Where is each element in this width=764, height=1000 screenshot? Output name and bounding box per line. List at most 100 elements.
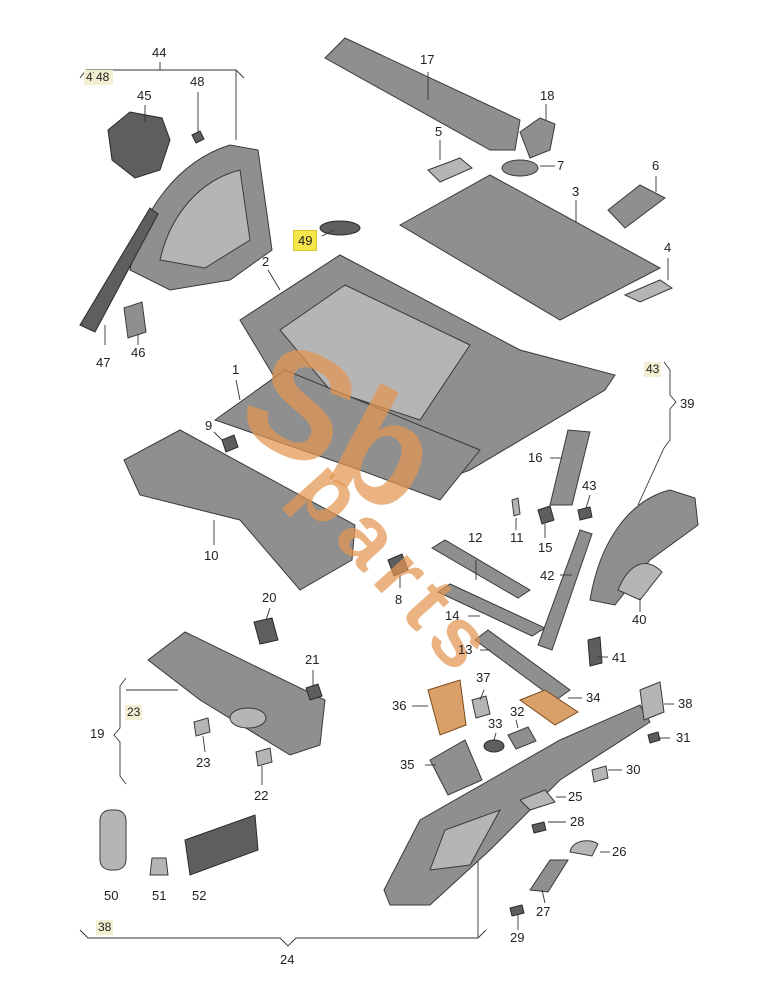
bracket-19 xyxy=(113,677,178,785)
group-44-item: 48 xyxy=(94,70,112,85)
part-20-clip xyxy=(253,617,279,645)
part-37-clip xyxy=(471,695,491,719)
part-40-liner xyxy=(617,563,663,601)
part-51-plug xyxy=(149,857,169,876)
part-34-rail xyxy=(518,689,579,726)
part-5-plate xyxy=(427,157,473,183)
part-3-floor-pan xyxy=(398,174,662,321)
part-22-block xyxy=(255,747,273,767)
label-2: 2 xyxy=(262,254,270,269)
part-wheel-housing-inner xyxy=(159,169,251,269)
label-26: 26 xyxy=(612,844,627,859)
part-19-crossmember xyxy=(147,631,326,756)
part-38-plate xyxy=(639,681,665,721)
group-19-item: 23 xyxy=(125,705,143,720)
label-5: 5 xyxy=(435,124,443,139)
label-48: 48 xyxy=(190,74,205,89)
label-35: 35 xyxy=(400,757,415,772)
label-12: 12 xyxy=(468,530,483,545)
label-7: 7 xyxy=(557,158,565,173)
part-35-bracket xyxy=(429,739,483,796)
part-29-clip xyxy=(509,904,525,917)
label-10: 10 xyxy=(204,548,219,563)
label-45: 45 xyxy=(137,88,152,103)
part-36-bracket xyxy=(427,679,467,736)
part-49-seal xyxy=(319,220,361,236)
part-30-bracket xyxy=(591,765,609,783)
part-24-sill-inner xyxy=(429,809,502,871)
label-52: 52 xyxy=(192,888,207,903)
part-13-rail xyxy=(474,629,571,701)
label-9: 9 xyxy=(205,418,213,433)
label-29: 29 xyxy=(510,930,525,945)
label-18: 18 xyxy=(540,88,555,103)
label-43-right: 43 xyxy=(582,478,597,493)
label-36: 36 xyxy=(392,698,407,713)
part-32-bracket xyxy=(507,726,537,750)
part-31-clip xyxy=(647,731,661,744)
part-48-clip xyxy=(191,130,205,144)
label-39: 39 xyxy=(680,396,695,411)
label-33: 33 xyxy=(488,716,503,731)
label-19: 19 xyxy=(90,726,105,741)
label-8: 8 xyxy=(395,592,403,607)
part-42-pillar xyxy=(537,529,593,651)
label-42: 42 xyxy=(540,568,555,583)
part-33-grommet xyxy=(483,739,505,753)
label-46: 46 xyxy=(131,345,146,360)
label-31: 31 xyxy=(676,730,691,745)
label-3: 3 xyxy=(572,184,580,199)
part-10-side-rail xyxy=(123,429,356,591)
part-46-piece xyxy=(123,301,147,339)
bracket-39 xyxy=(637,361,677,506)
part-7-cap xyxy=(501,159,539,177)
label-13: 13 xyxy=(458,642,473,657)
label-16: 16 xyxy=(528,450,543,465)
label-20: 20 xyxy=(262,590,277,605)
label-14: 14 xyxy=(445,608,460,623)
part-17-cross-member xyxy=(324,37,521,151)
part-27-bracket xyxy=(529,859,569,893)
part-4-plate xyxy=(623,279,674,303)
part-18-bracket xyxy=(519,117,556,159)
part-2-floor-inner xyxy=(279,284,471,421)
part-19-cup xyxy=(229,707,267,729)
label-21: 21 xyxy=(305,652,320,667)
group-39-item: 43 xyxy=(644,362,662,377)
part-25-bracket xyxy=(519,789,556,811)
label-37: 37 xyxy=(476,670,491,685)
label-24: 24 xyxy=(280,952,295,967)
part-41-piece xyxy=(587,636,603,667)
part-1-rear-floor xyxy=(213,369,481,501)
group-24-item: 38 xyxy=(96,920,114,935)
part-52-pad xyxy=(184,814,259,876)
part-12-rail xyxy=(431,539,531,599)
label-6: 6 xyxy=(652,158,660,173)
label-47: 47 xyxy=(96,355,111,370)
part-40-wheel-housing-right xyxy=(589,489,699,606)
label-44: 44 xyxy=(152,45,167,60)
label-38: 38 xyxy=(678,696,693,711)
part-15-bracket xyxy=(537,505,555,525)
label-4: 4 xyxy=(664,240,672,255)
part-43-plug xyxy=(577,506,593,521)
label-17: 17 xyxy=(420,52,435,67)
label-49-highlighted: 49 xyxy=(293,230,318,251)
label-41: 41 xyxy=(612,650,627,665)
part-8-bracket xyxy=(387,553,409,577)
label-22: 22 xyxy=(254,788,269,803)
label-34: 34 xyxy=(586,690,601,705)
part-16-pillar xyxy=(549,429,591,506)
part-26-cap xyxy=(569,840,599,857)
part-11-pin xyxy=(511,497,521,517)
part-50-canister xyxy=(99,809,127,871)
label-50: 50 xyxy=(104,888,119,903)
label-40: 40 xyxy=(632,612,647,627)
label-11: 11 xyxy=(510,530,524,545)
label-1: 1 xyxy=(232,362,240,377)
label-25: 25 xyxy=(568,789,583,804)
part-47-strip xyxy=(79,207,159,333)
label-27: 27 xyxy=(536,904,551,919)
